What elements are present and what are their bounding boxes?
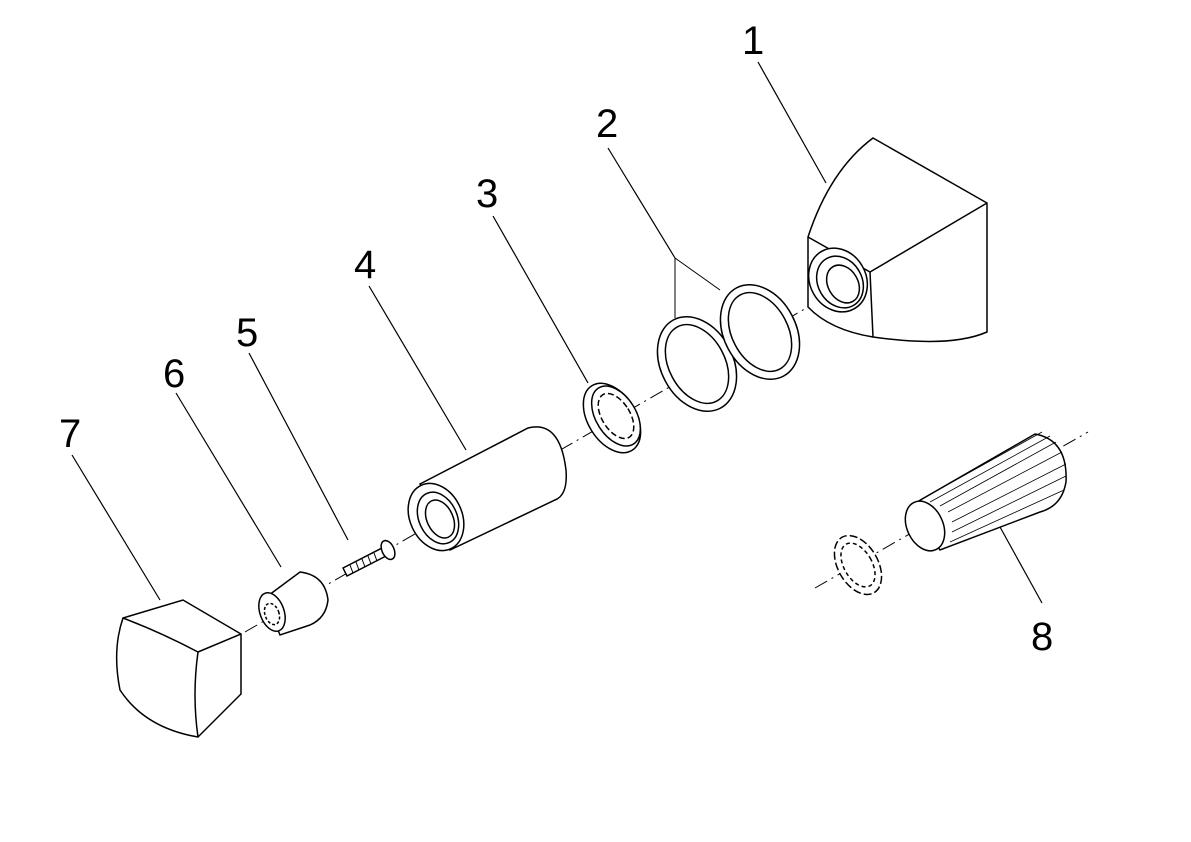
callout-2: 2 [596,102,618,146]
leader-line-8 [999,526,1043,604]
leader-line-6 [175,392,282,568]
leader-line-2 [607,147,676,259]
callout-6: 6 [163,352,185,396]
callout-5: 5 [236,311,258,355]
callout-3: 3 [476,172,498,216]
callout-1: 1 [742,19,764,63]
leader-line-3 [492,215,589,384]
callout-labels: 1 2 3 4 5 6 7 8 [59,19,1053,659]
part-8-splined-extension [825,432,1066,603]
part-6-spindle-adapter [254,572,328,635]
part-5-screw [343,538,398,576]
part-7-handle-cap [117,600,241,737]
leader-line-7 [71,454,161,601]
part-1-elbow-housing [797,138,987,341]
part-4-threaded-sleeve [398,427,567,560]
leader-line-4 [368,285,467,451]
leader-line-5 [248,352,349,541]
leader-lines [71,61,1043,604]
callout-8: 8 [1031,615,1053,659]
part-3-splined-washer [572,373,653,463]
leader-line-1 [757,61,827,184]
callout-7: 7 [59,412,81,456]
part-2-sealing-rings [642,258,816,425]
callout-4: 4 [354,243,376,287]
